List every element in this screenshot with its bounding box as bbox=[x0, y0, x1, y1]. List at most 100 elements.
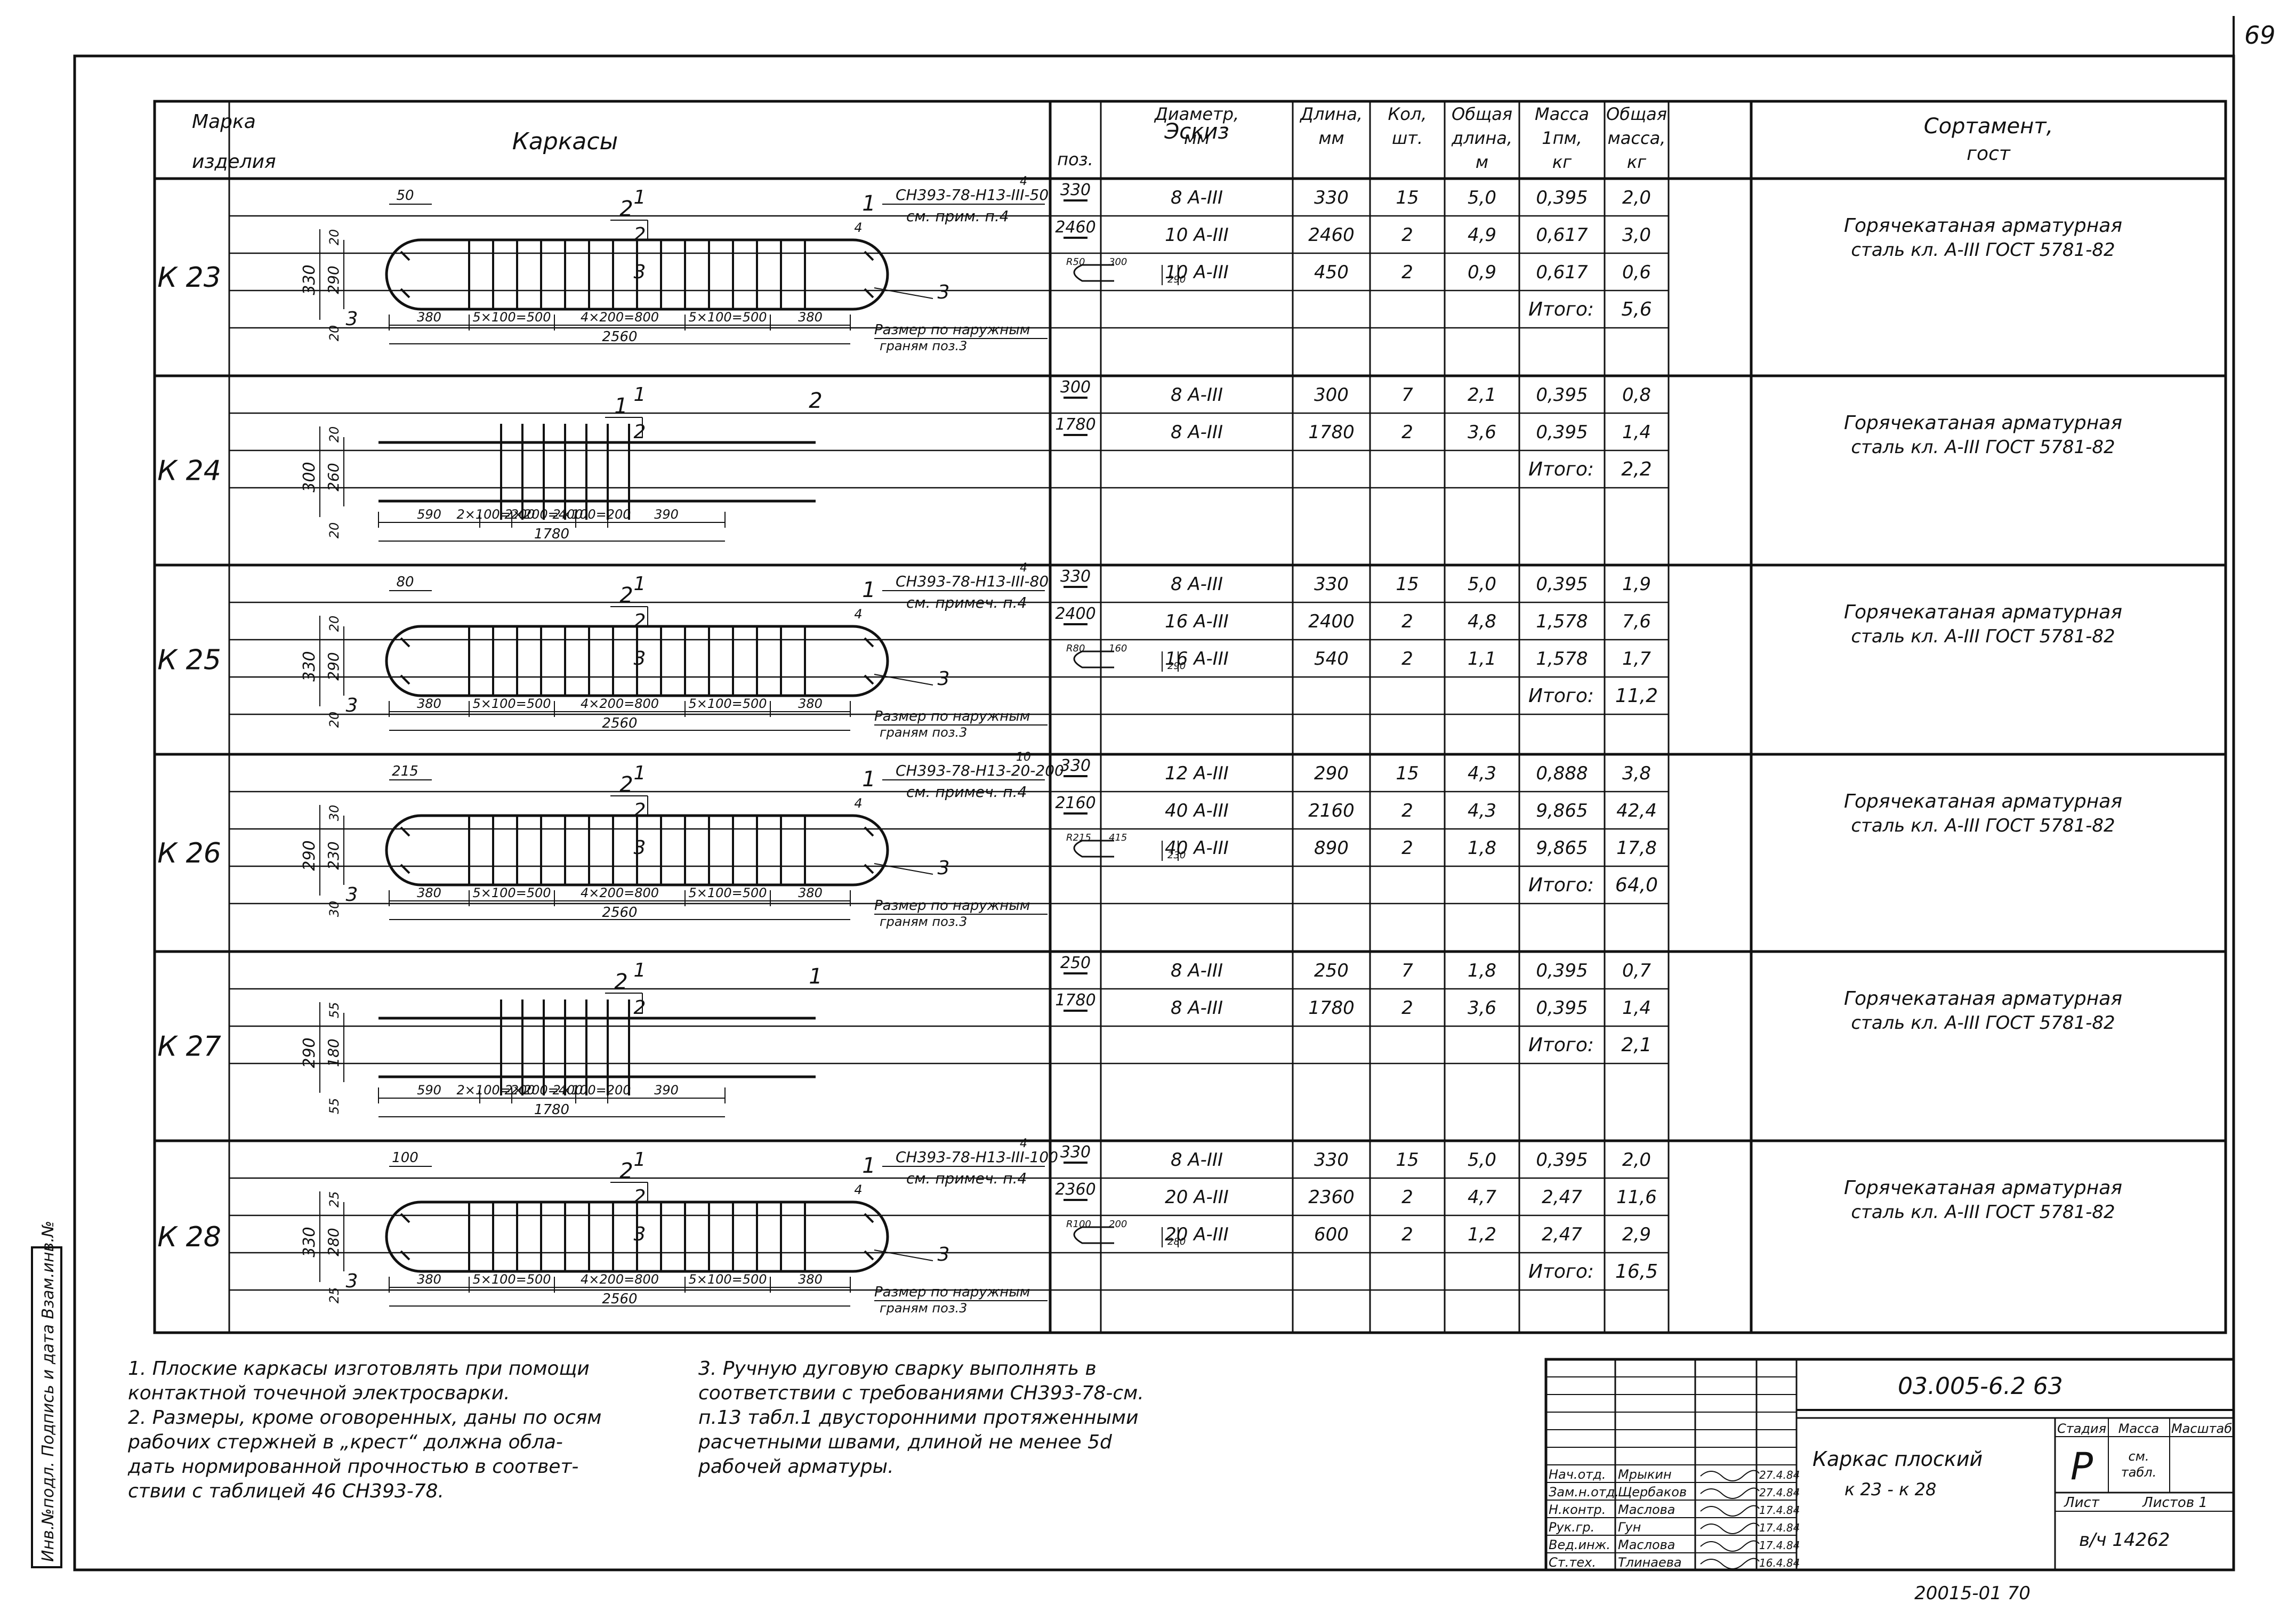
callout-leader bbox=[874, 287, 933, 299]
cage-mark: К 23 bbox=[157, 262, 221, 294]
cell-value: 16 А-III bbox=[1165, 611, 1229, 632]
cell-value: 0,395 bbox=[1536, 1149, 1588, 1171]
cell-value: 17,8 bbox=[1616, 837, 1657, 859]
cell-value: 5,0 bbox=[1468, 1149, 1496, 1171]
sketch-length: 1780 bbox=[1055, 991, 1095, 1010]
height-label: 290 bbox=[300, 1037, 319, 1068]
weld-spec-note: см. примеч. п.4 bbox=[906, 1170, 1027, 1187]
weld-spec-fraction: 4 bbox=[1020, 1137, 1027, 1150]
end-dimension: 50 bbox=[396, 188, 414, 204]
cell-value: 12 А-III bbox=[1165, 763, 1229, 784]
sortament-text: Горячекатаная арматурная bbox=[1844, 791, 2122, 812]
cell-value: 5,0 bbox=[1468, 574, 1496, 595]
segment-dimension: 590 bbox=[417, 507, 441, 522]
cell-value: 15 bbox=[1396, 574, 1419, 595]
cell-value: 4,9 bbox=[1468, 224, 1496, 246]
sketch-label: R50 bbox=[1066, 256, 1085, 268]
cell-value: 2400 bbox=[1308, 611, 1355, 632]
table-frame bbox=[153, 100, 2227, 1334]
offset-label: 20 bbox=[327, 426, 342, 443]
cage-mark: К 26 bbox=[157, 837, 221, 869]
overall-dimension: 1780 bbox=[534, 1102, 569, 1118]
weld-mark bbox=[864, 1250, 874, 1261]
sheet-frame bbox=[73, 54, 2235, 1571]
callout-leader bbox=[874, 1250, 933, 1261]
bottom-code: 20015-01 70 bbox=[1914, 1583, 2031, 1604]
header-column-label: Длина, bbox=[1299, 104, 1363, 124]
segment-dimension: 2×100=200 bbox=[552, 1083, 631, 1098]
size-note: граням поз.3 bbox=[880, 338, 967, 353]
cell-value: 2360 bbox=[1308, 1187, 1355, 1208]
sketch-label: R80 bbox=[1066, 643, 1085, 654]
cell-value: 890 bbox=[1314, 837, 1349, 859]
itogo-label: Итого: bbox=[1528, 874, 1594, 896]
cell-value: 1,8 bbox=[1468, 960, 1496, 981]
cell-poz: 3 bbox=[634, 837, 646, 859]
header-eskiz: Эскиз bbox=[1164, 119, 1229, 144]
sketch-label: 415 bbox=[1109, 832, 1127, 843]
segment-dimension: 2×100=200 bbox=[456, 1083, 535, 1098]
weld-spec: СН393-78-Н13-III-100 bbox=[896, 1148, 1058, 1166]
cell-poz: 1 bbox=[634, 187, 646, 208]
height-label: 300 bbox=[300, 462, 319, 492]
cell-value: 0,8 bbox=[1622, 384, 1651, 406]
weld-mark bbox=[400, 826, 410, 837]
sketch-length: 1780 bbox=[1055, 415, 1095, 434]
callout-number: 3 bbox=[346, 1270, 358, 1292]
height-label: 230 bbox=[325, 841, 342, 869]
itogo-total: 5,6 bbox=[1621, 299, 1651, 320]
offset-label: 30 bbox=[327, 901, 342, 917]
callout-number: 1 bbox=[809, 964, 822, 989]
header-column-label: масса, bbox=[1608, 128, 1666, 148]
size-note: граням поз.3 bbox=[880, 914, 967, 929]
weld-mark bbox=[400, 1213, 410, 1223]
cell-value: 0,395 bbox=[1536, 187, 1588, 208]
callout-number: 3 bbox=[938, 1244, 950, 1266]
cell-value: 0,395 bbox=[1536, 384, 1588, 406]
cell-value: 1,578 bbox=[1536, 611, 1588, 632]
segment-dimension: 4×200=800 bbox=[581, 696, 659, 711]
callout-number: 1 bbox=[862, 578, 875, 602]
sortament-text: Горячекатаная арматурная bbox=[1844, 1177, 2122, 1199]
offset-label: 20 bbox=[327, 229, 342, 246]
cell-value: 0,395 bbox=[1536, 997, 1588, 1019]
itogo-total: 2,2 bbox=[1621, 458, 1651, 480]
sketch-length: 2360 bbox=[1055, 1180, 1095, 1199]
cell-value: 1,4 bbox=[1622, 997, 1651, 1019]
cell-value: 40 А-III bbox=[1165, 800, 1229, 821]
cell-value: 2 bbox=[1401, 611, 1413, 632]
offset-label: 20 bbox=[327, 522, 342, 539]
weld-mark bbox=[864, 826, 874, 837]
signer-role: Зам.н.отд. bbox=[1549, 1485, 1619, 1500]
sketch-label: 300 bbox=[1109, 256, 1127, 268]
cage-mark: К 25 bbox=[157, 644, 221, 676]
overall-dimension: 2560 bbox=[602, 329, 637, 345]
cell-value: 1,8 bbox=[1468, 837, 1496, 859]
callout-leader bbox=[874, 674, 933, 686]
cell-value: 0,888 bbox=[1536, 763, 1588, 784]
sketch-label: R100 bbox=[1066, 1219, 1091, 1230]
cell-value: 2 bbox=[1401, 1224, 1413, 1245]
weld-mark bbox=[864, 674, 874, 685]
header-column-label: Общая bbox=[1606, 104, 1667, 124]
cell-poz: 3 bbox=[634, 648, 646, 670]
offset-label: 25 bbox=[327, 1287, 342, 1304]
sketch-label: R215 bbox=[1066, 832, 1091, 843]
callout-number: 4 bbox=[854, 220, 862, 235]
cell-value: 2,47 bbox=[1542, 1187, 1582, 1208]
offset-label: 20 bbox=[327, 712, 342, 728]
cell-value: 5,0 bbox=[1468, 187, 1496, 208]
signer-name: Маслова bbox=[1618, 1537, 1675, 1552]
drawing-title: Каркас плоский bbox=[1812, 1447, 1983, 1471]
header-column-label: м bbox=[1476, 152, 1488, 172]
cell-value: 1,4 bbox=[1622, 422, 1651, 443]
weld-mark bbox=[400, 251, 410, 261]
cell-value: 15 bbox=[1396, 187, 1419, 208]
header-poz: поз. bbox=[1057, 149, 1093, 170]
sortament-text: Горячекатаная арматурная bbox=[1844, 412, 2122, 434]
cell-value: 1780 bbox=[1308, 422, 1355, 443]
sortament-text: сталь кл. А-III ГОСТ 5781-82 bbox=[1851, 626, 2115, 647]
